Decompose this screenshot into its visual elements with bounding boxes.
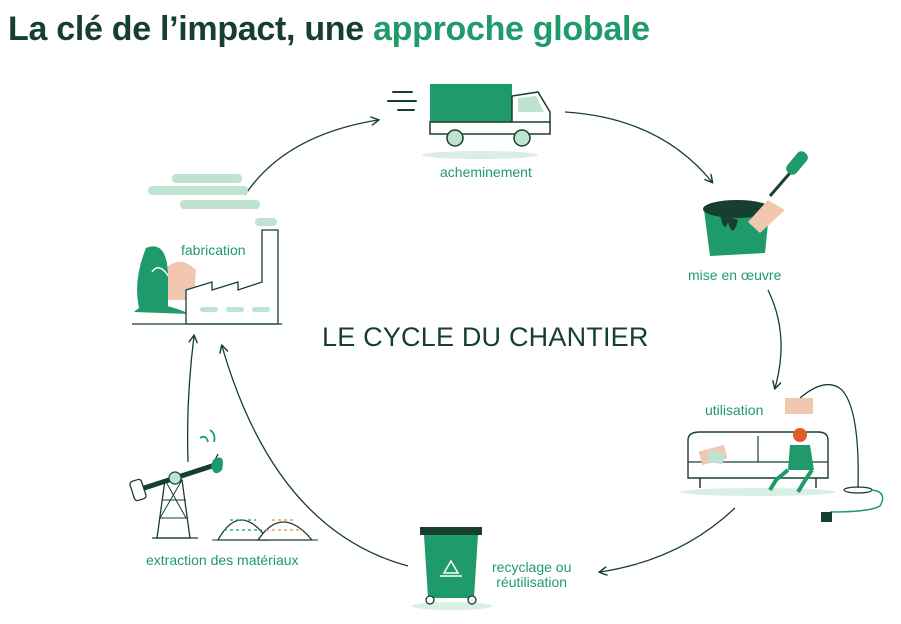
arrow-extraction-to-fabrication [186,336,194,463]
factory-icon [132,174,282,325]
material-piles-icon [212,519,318,541]
truck-icon [387,84,551,159]
arrow-recyclage-to-fabrication [222,346,409,567]
page-title: La clé de l’impact, une approche globale [8,10,650,49]
arrow-fabrication-to-acheminement [244,120,378,196]
paint-bucket-icon [703,151,808,256]
recycle-bin-icon [412,527,492,610]
stage-label-recyclage-line2: réutilisation [496,574,568,590]
arrow-utilisation-to-recyclage [600,507,736,572]
stage-label-recyclage-line1: recyclage ou [492,559,572,575]
stage-label-extraction: extraction des matériaux [146,552,299,568]
sofa-person-icon [680,383,884,522]
stage-label-mise-en-oeuvre: mise en œuvre [688,267,782,283]
arrow-acheminement-to-mise-en-oeuvre [564,111,712,182]
stage-label-utilisation: utilisation [705,402,764,418]
stage-label-recyclage: recyclage ou réutilisation [492,560,571,590]
title-part-1: La clé de l’impact, une [8,10,374,48]
arrow-mise-en-oeuvre-to-utilisation [767,289,782,388]
oil-pump-icon [129,429,223,539]
title-part-2: approche globale [373,10,650,48]
stage-label-acheminement: acheminement [440,164,532,180]
cycle-center-label: LE CYCLE DU CHANTIER [322,322,649,352]
stage-label-fabrication: fabrication [181,242,246,258]
